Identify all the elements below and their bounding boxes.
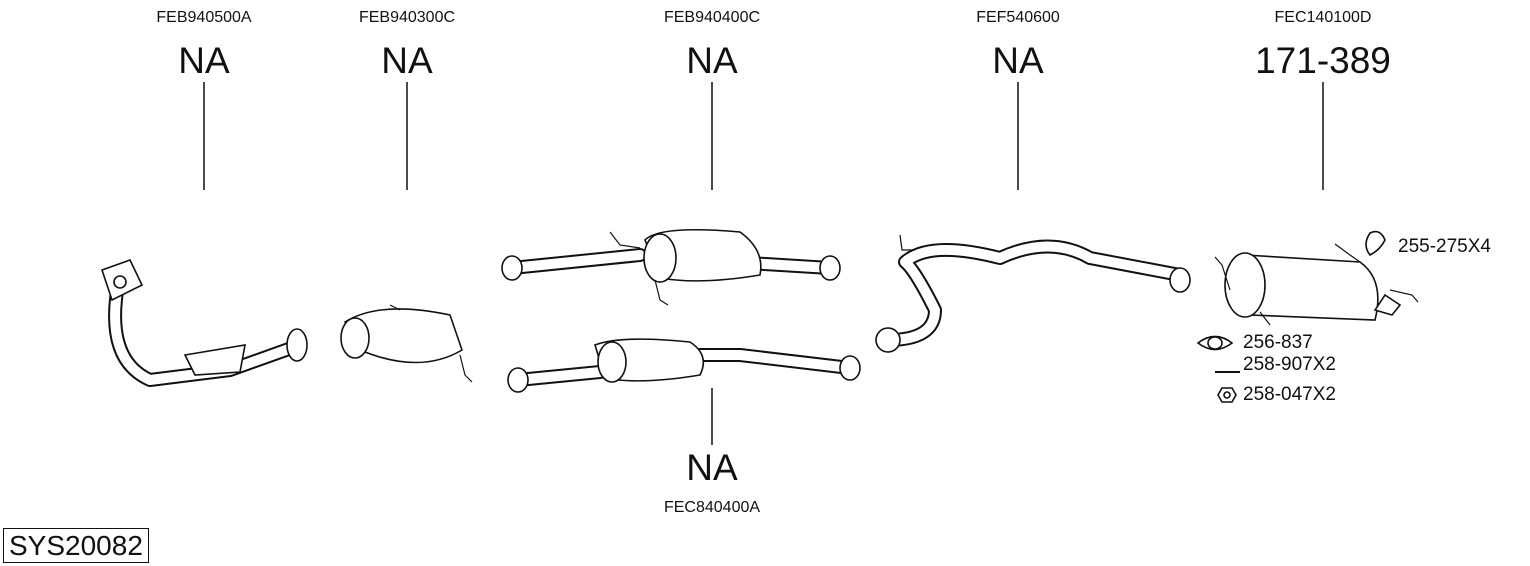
part-price[interactable]: NA bbox=[178, 40, 230, 81]
part-price[interactable]: NA bbox=[686, 40, 738, 81]
flange-icon bbox=[819, 255, 841, 281]
nut-hole bbox=[1223, 391, 1231, 399]
hanger-wires bbox=[389, 231, 1419, 383]
part-code: FEC840400A bbox=[663, 499, 761, 516]
part-price[interactable]: NA bbox=[381, 40, 433, 81]
muffler-icon bbox=[343, 308, 463, 364]
flange-icon bbox=[286, 328, 308, 362]
tailpipe-icon bbox=[1373, 293, 1402, 316]
accessory-code[interactable]: 255-275X4 bbox=[1398, 236, 1491, 257]
flange-hole bbox=[113, 275, 127, 289]
flange-icon bbox=[1169, 267, 1191, 293]
flange-icon bbox=[875, 327, 901, 353]
part-price[interactable]: 171-389 bbox=[1255, 40, 1391, 81]
part-code: FEB940400C bbox=[663, 9, 761, 26]
flange-icon bbox=[507, 367, 529, 393]
part-price[interactable]: NA bbox=[686, 447, 738, 488]
flange-icon bbox=[839, 355, 861, 381]
gasket-hole bbox=[1207, 336, 1223, 350]
heat-shield-icon bbox=[183, 344, 246, 376]
accessory-code[interactable]: 256-837 bbox=[1243, 332, 1313, 353]
part-code: FEF540600 bbox=[976, 9, 1060, 26]
silencer-end bbox=[1224, 252, 1266, 318]
part-code: FEB940300C bbox=[358, 9, 456, 26]
system-id: SYS20082 bbox=[3, 528, 149, 563]
muffler-end bbox=[597, 341, 627, 383]
accessory-code[interactable]: 258-047X2 bbox=[1243, 384, 1336, 405]
part-price[interactable]: NA bbox=[992, 40, 1044, 81]
part-code: FEC140100D bbox=[1274, 9, 1372, 26]
part-code: FEB940500A bbox=[156, 9, 252, 26]
rear-silencer-icon bbox=[1244, 254, 1379, 321]
rubber-hanger-icon bbox=[1365, 230, 1386, 257]
flange-icon bbox=[501, 255, 523, 281]
accessory-code[interactable]: 258-907X2 bbox=[1243, 354, 1336, 375]
muffler-end bbox=[340, 317, 370, 359]
muffler-end bbox=[643, 233, 677, 283]
